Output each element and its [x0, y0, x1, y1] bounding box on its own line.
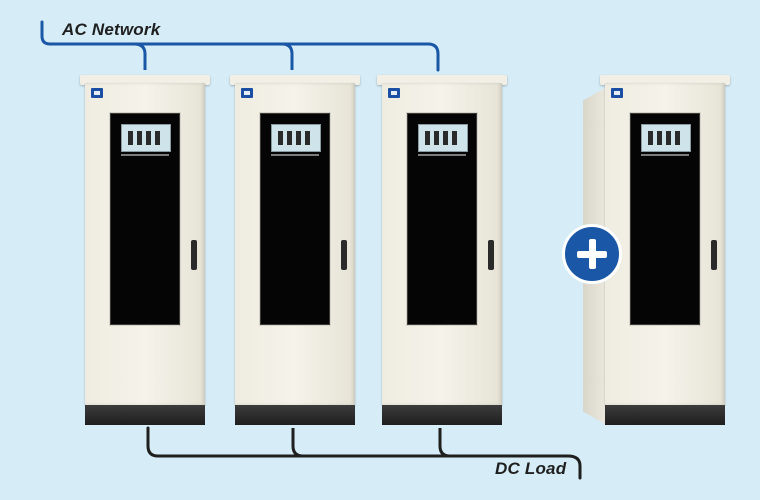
- ac-drop-2: [281, 42, 294, 70]
- cabinet-plinth: [605, 405, 725, 425]
- rectifier-cabinet-4: [583, 75, 730, 427]
- dc-load-wire: [146, 426, 582, 480]
- cabinet-door: [235, 83, 355, 405]
- ac-drop-1: [133, 42, 147, 70]
- display-panel-icon: [121, 124, 171, 152]
- brand-logo-icon: [241, 88, 253, 98]
- cabinet-window: [110, 113, 180, 325]
- cabinet-plinth: [235, 405, 355, 425]
- cabinet-roof: [230, 75, 360, 85]
- cabinet-door: [85, 83, 205, 405]
- display-panel-icon: [641, 124, 691, 152]
- display-panel-icon: [271, 124, 321, 152]
- rectifier-cabinet-1: [80, 75, 210, 427]
- cabinet-window: [260, 113, 330, 325]
- ac-network-label: AC Network: [62, 20, 161, 39]
- brand-logo-icon: [388, 88, 400, 98]
- brand-logo-icon: [611, 88, 623, 98]
- ac-network-wire: [40, 20, 440, 72]
- dc-drop-3: [438, 428, 451, 458]
- door-handle-icon: [191, 240, 197, 270]
- dc-drop-2: [291, 428, 304, 458]
- display-panel-icon: [418, 124, 468, 152]
- cabinet-roof: [377, 75, 507, 85]
- cabinet-door: [605, 83, 725, 405]
- cabinet-plinth: [382, 405, 502, 425]
- door-handle-icon: [711, 240, 717, 270]
- cabinet-door: [382, 83, 502, 405]
- panel-caption: [418, 154, 466, 156]
- cabinet-roof: [600, 75, 730, 85]
- door-handle-icon: [341, 240, 347, 270]
- cabinet-roof: [80, 75, 210, 85]
- rectifier-cabinet-3: [377, 75, 507, 427]
- cabinet-plinth: [85, 405, 205, 425]
- panel-caption: [121, 154, 169, 156]
- rectifier-cabinet-2: [230, 75, 360, 427]
- cabinet-window: [407, 113, 477, 325]
- cabinet-window: [630, 113, 700, 325]
- panel-caption: [271, 154, 319, 156]
- panel-caption: [641, 154, 689, 156]
- plus-icon: [562, 224, 622, 284]
- brand-logo-icon: [91, 88, 103, 98]
- door-handle-icon: [488, 240, 494, 270]
- dc-load-label: DC Load: [495, 459, 567, 478]
